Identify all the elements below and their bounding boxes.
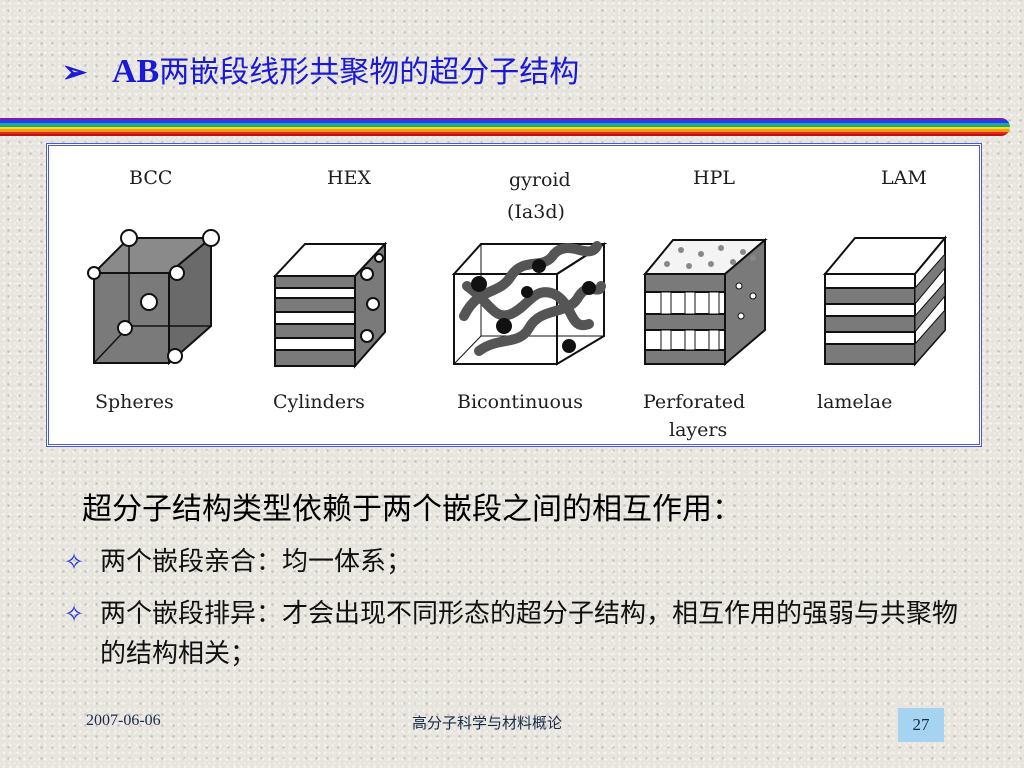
- gyroid-cube-icon: [451, 241, 608, 366]
- title-prefix: AB: [112, 53, 160, 90]
- label-gyroid: gyroid: [509, 169, 571, 191]
- label-layers: layers: [669, 419, 728, 441]
- diamond-bullet-icon: ✧: [64, 600, 85, 628]
- label-perforated: Perforated: [643, 391, 746, 413]
- lam-cube-icon: [822, 235, 948, 367]
- subtitle: 超分子结构类型依赖于两个嵌段之间的相互作用：: [82, 492, 742, 527]
- label-bcc: BCC: [129, 167, 173, 189]
- bullet-text: 两个嵌段亲合：均一体系；: [100, 547, 413, 577]
- title-text: 两嵌段线形共聚物的超分子结构: [159, 55, 580, 90]
- label-hpl: HPL: [693, 167, 735, 189]
- footer-date: 2007-06-06: [86, 712, 161, 729]
- rainbow-divider: [0, 118, 1010, 136]
- label-lamelae: lamelae: [817, 391, 893, 413]
- slide-title: ➢ AB两嵌段线形共聚物的超分子结构: [62, 48, 579, 96]
- hex-cube-icon: [272, 241, 388, 369]
- label-spheres: Spheres: [95, 391, 174, 413]
- page-number: 27: [898, 708, 944, 742]
- label-hex: HEX: [327, 167, 371, 189]
- bullet-text: 两个嵌段排异：才会出现不同形态的超分子结构，相互作用的强弱与共聚物的结构相关；: [100, 599, 959, 669]
- diamond-bullet-icon: ✧: [64, 548, 85, 576]
- arrow-bullet-icon: ➢: [62, 55, 88, 90]
- label-ia3d: (Ia3d): [507, 201, 565, 223]
- label-cylinders: Cylinders: [273, 391, 365, 413]
- bullet-item: ✧ 两个嵌段排异：才会出现不同形态的超分子结构，相互作用的强弱与共聚物的结构相关…: [64, 594, 964, 674]
- morphology-drawings: [87, 229, 948, 369]
- footer-course-title: 高分子科学与材料概论: [412, 714, 563, 732]
- hpl-cube-icon: [642, 237, 768, 367]
- bcc-cube-icon: [87, 229, 220, 366]
- structure-figure: BCC HEX gyroid (Ia3d) HPL LAM Spheres Cy…: [46, 143, 982, 447]
- label-bicontinuous: Bicontinuous: [457, 391, 583, 413]
- bullet-item: ✧ 两个嵌段亲合：均一体系；: [64, 542, 964, 582]
- label-lam: LAM: [881, 167, 927, 189]
- bullet-list: ✧ 两个嵌段亲合：均一体系； ✧ 两个嵌段排异：才会出现不同形态的超分子结构，相…: [64, 542, 964, 686]
